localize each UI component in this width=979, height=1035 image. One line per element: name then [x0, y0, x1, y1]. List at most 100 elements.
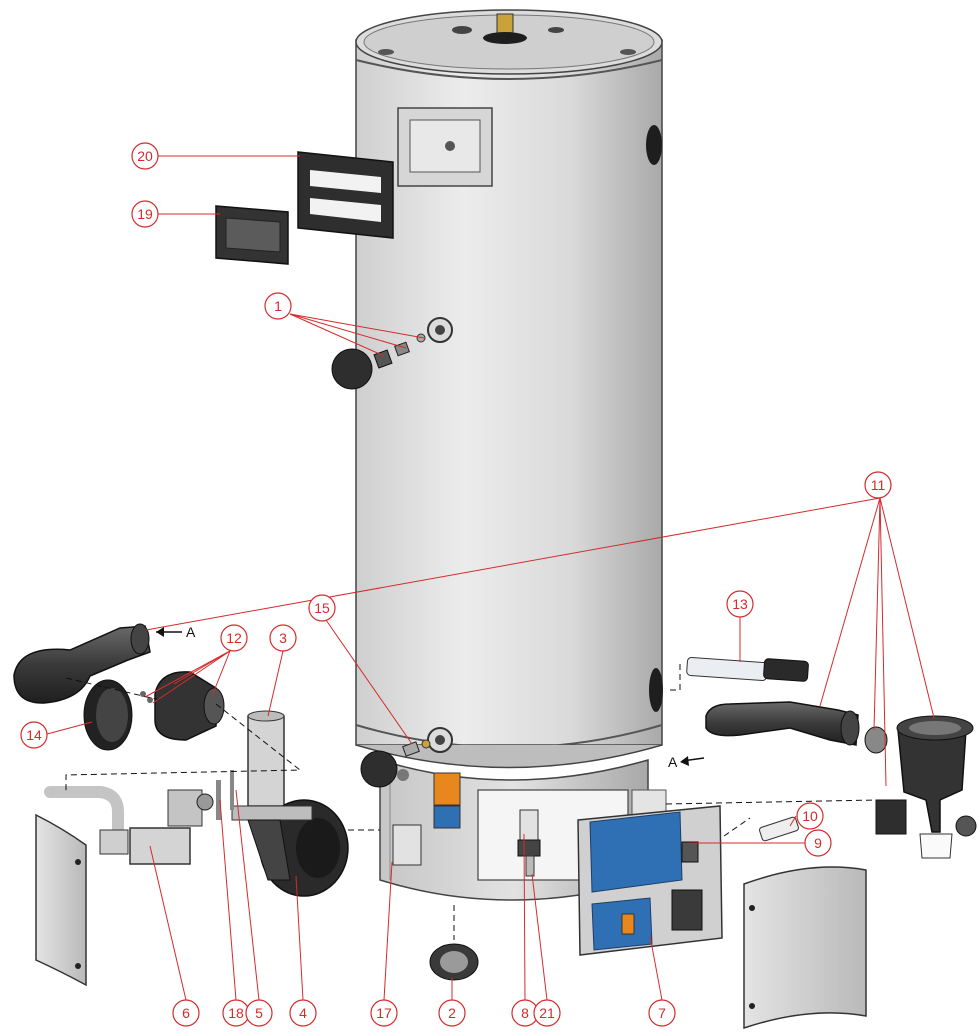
callout-11-label: 11	[871, 477, 886, 493]
vent-side-port	[875, 799, 907, 835]
sensor-tube-cap	[763, 658, 809, 682]
top-port-1	[452, 26, 472, 34]
callout-19: 19	[131, 200, 159, 228]
base-hole	[397, 769, 409, 781]
control-board-assembly	[577, 805, 723, 956]
callout-7-label: 7	[658, 1005, 666, 1021]
bezel-outer	[297, 151, 394, 239]
callout-20: 20	[131, 142, 159, 170]
leader-12d	[211, 650, 231, 697]
drain-valve-assembly	[517, 809, 541, 877]
leader-18	[219, 799, 237, 1001]
adaptor-outlet	[203, 687, 225, 725]
left-door-screw-top	[75, 859, 81, 865]
vent-elbow-body	[13, 625, 151, 704]
leader-1b	[289, 313, 407, 349]
top-port-2	[548, 27, 564, 33]
callout-6-label: 6	[182, 1005, 190, 1021]
callout-14-label: 14	[26, 727, 42, 743]
callout-17-circle	[370, 999, 398, 1027]
right-door-screw-top	[749, 905, 755, 911]
lower-element-assembly	[360, 739, 431, 788]
callout-13-label: 13	[732, 596, 748, 612]
callout-14: 14	[20, 721, 48, 749]
top-port-4	[378, 49, 394, 55]
callout-14-circle	[20, 721, 48, 749]
gas-valve-knob	[196, 793, 214, 811]
control-board-fuse-holder	[621, 913, 635, 935]
callout-3: 3	[269, 624, 297, 652]
display-module	[215, 205, 289, 265]
top-fitting-collar	[483, 32, 527, 44]
igniter-rod	[230, 770, 234, 810]
callout-12: 12	[220, 624, 248, 652]
leader-lines	[35, 155, 935, 1001]
upper-element-port-hole	[435, 325, 445, 335]
base-bracket	[392, 824, 422, 866]
lower-cover-cap	[360, 750, 398, 788]
right-elbow-body	[705, 701, 859, 746]
gas-valve-regulator	[167, 789, 203, 827]
intake-adaptor	[140, 671, 225, 741]
callout-5-label: 5	[255, 1005, 263, 1021]
bezel-window-lower	[310, 198, 381, 222]
callout-9-circle	[804, 829, 832, 857]
leader-1a	[289, 313, 385, 357]
callout-1-circle	[264, 292, 292, 320]
tank-top-seam	[355, 59, 663, 80]
callout-1: 1	[264, 292, 292, 320]
callout-2-label: 2	[448, 1005, 456, 1021]
callout-17: 17	[370, 999, 398, 1027]
callout-3-circle	[269, 624, 297, 652]
callout-1-label: 1	[274, 298, 282, 314]
dash-vent-stub-to-tee	[665, 799, 877, 805]
fuse	[759, 816, 799, 842]
adaptor-screw-1	[140, 691, 146, 697]
left-vent-elbow	[13, 623, 151, 704]
pressure-switch	[429, 943, 479, 981]
callout-11: 11	[864, 471, 892, 499]
vent-tee-top-opening	[909, 721, 961, 735]
element-seal	[416, 333, 426, 343]
intake-cap-face	[96, 688, 128, 742]
sensor-tube-body	[686, 657, 768, 681]
callout-9: 9	[804, 829, 832, 857]
fuse-body	[759, 816, 799, 842]
warning-label-orange	[433, 772, 461, 806]
flue-pipe	[247, 710, 285, 807]
blower-neck	[247, 819, 291, 881]
callout-12-circle	[220, 624, 248, 652]
vent-tee-body	[897, 729, 967, 833]
display-screen	[225, 217, 281, 253]
leader-11d	[879, 497, 887, 787]
leader-3	[267, 650, 284, 717]
adaptor-screw-2	[147, 697, 153, 703]
callout-10-label: 10	[802, 808, 818, 824]
callout-10-circle	[796, 802, 824, 830]
water-heater-tank	[355, 9, 663, 769]
callout-9-label: 9	[814, 835, 822, 851]
callout-10: 10	[796, 802, 824, 830]
callout-5: 5	[245, 999, 273, 1027]
callout-8-label: 8	[521, 1005, 529, 1021]
gas-valve-assembly	[44, 770, 234, 865]
control-board-upper	[589, 811, 683, 893]
vent-elbow-end	[130, 623, 150, 655]
leader-11e	[879, 497, 935, 719]
gas-fitting	[99, 829, 129, 855]
callout-6: 6	[172, 999, 200, 1027]
dash-elbow-to-cap	[65, 677, 161, 701]
blower-inlet	[296, 818, 340, 878]
dash-port-to-tube	[670, 664, 681, 691]
leader-12a	[144, 650, 231, 698]
drain-valve-body	[519, 809, 539, 841]
callout-13-circle	[726, 590, 754, 618]
tank-bottom-rim	[355, 744, 663, 769]
right-vent-elbow	[705, 701, 860, 746]
callout-7-circle	[648, 999, 676, 1027]
right-door-panel	[743, 866, 867, 1030]
callout-4-circle	[289, 999, 317, 1027]
arrow-right-head	[680, 756, 689, 766]
